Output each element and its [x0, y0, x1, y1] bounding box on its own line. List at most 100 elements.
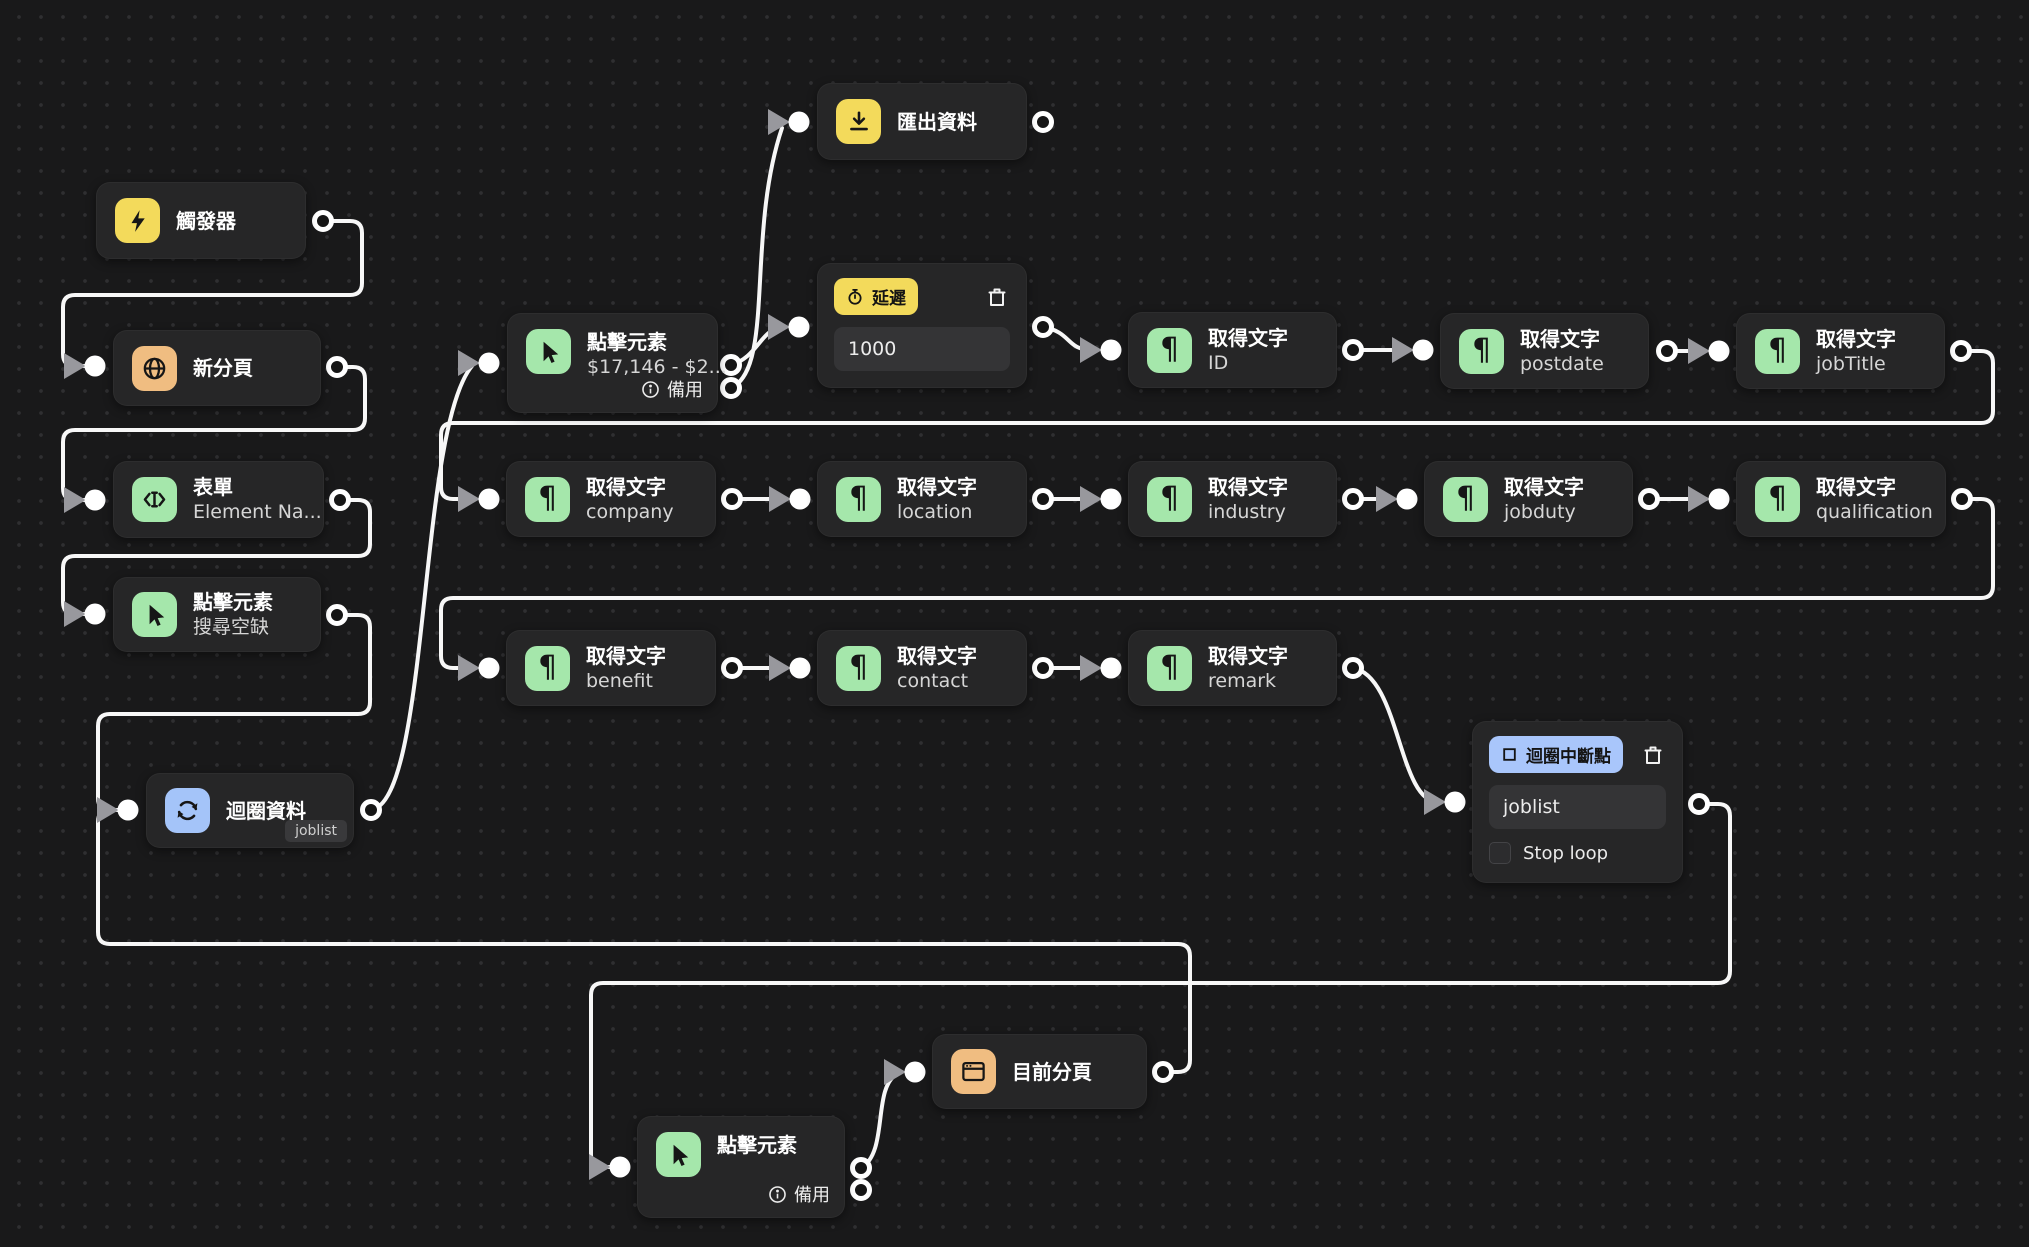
- output-handle[interactable]: [853, 1160, 870, 1177]
- output-handle[interactable]: [853, 1182, 870, 1199]
- node-get-text-location[interactable]: ¶ 取得文字 location: [817, 461, 1027, 537]
- node-title: 點擊元素: [587, 330, 667, 354]
- info-icon: [642, 380, 659, 398]
- node-get-text-postdate[interactable]: ¶ 取得文字 postdate: [1440, 313, 1649, 389]
- node-get-text-jobduty[interactable]: ¶ 取得文字 jobduty: [1424, 461, 1633, 537]
- node-click-search[interactable]: 點擊元素 搜尋空缺: [113, 577, 321, 652]
- node-click-next[interactable]: 點擊元素 $17,146 - $2... 備用: [507, 313, 727, 413]
- edge-clickpage-currenttab: [859, 1072, 899, 1170]
- node-get-text-jobtitle[interactable]: ¶ 取得文字 jobTitle: [1736, 313, 1945, 389]
- node-current-tab[interactable]: 目前分頁: [932, 1034, 1147, 1109]
- node-title: 取得文字: [1208, 325, 1288, 350]
- input-handle[interactable]: [1080, 655, 1122, 681]
- output-handle[interactable]: [1345, 491, 1362, 508]
- input-handle[interactable]: [768, 314, 810, 340]
- node-subtitle: remark: [1208, 669, 1277, 692]
- node-new-tab[interactable]: 新分頁: [113, 330, 321, 406]
- node-get-text-qualification[interactable]: ¶ 取得文字 qualification: [1736, 461, 1946, 537]
- input-handle[interactable]: [1688, 338, 1730, 364]
- node-subtitle: ID: [1208, 351, 1229, 374]
- cursor-icon: [526, 329, 571, 374]
- input-handle[interactable]: [458, 486, 500, 512]
- pilcrow-icon: ¶: [1755, 476, 1800, 522]
- text-input-icon: [132, 477, 177, 522]
- fallback-indicator: 備用: [768, 1181, 830, 1207]
- output-handle[interactable]: [724, 491, 741, 508]
- input-handle[interactable]: [97, 797, 139, 823]
- node-subtitle: 搜尋空缺: [193, 616, 270, 639]
- node-click-page[interactable]: 點擊元素 備用: [637, 1116, 845, 1218]
- input-handle[interactable]: [1424, 789, 1466, 815]
- input-handle[interactable]: [884, 1059, 926, 1085]
- input-handle[interactable]: [769, 486, 811, 512]
- node-title: 目前分頁: [1012, 1059, 1092, 1084]
- node-delay[interactable]: 延遲: [817, 263, 1027, 388]
- node-title: 取得文字: [1816, 326, 1896, 351]
- output-handle[interactable]: [1345, 660, 1362, 677]
- node-get-text-contact[interactable]: ¶ 取得文字 contact: [817, 630, 1027, 706]
- output-handle[interactable]: [1035, 114, 1052, 131]
- node-subtitle: Element Na...: [193, 501, 322, 524]
- node-form[interactable]: 表單 Element Na...: [113, 461, 324, 538]
- output-handle[interactable]: [329, 359, 346, 376]
- loop-breakpoint-badge[interactable]: 迴圈中斷點: [1489, 736, 1623, 773]
- info-icon: [769, 1185, 786, 1203]
- node-trigger[interactable]: 觸發器: [96, 182, 306, 259]
- stopwatch-icon: [848, 288, 862, 305]
- loop-id-input[interactable]: [1489, 785, 1666, 829]
- input-handle[interactable]: [458, 655, 500, 681]
- output-handle[interactable]: [332, 492, 349, 509]
- output-handle[interactable]: [315, 213, 332, 230]
- cursor-icon: [656, 1132, 701, 1177]
- cursor-icon: [132, 592, 177, 637]
- node-get-text-company[interactable]: ¶ 取得文字 company: [506, 461, 716, 537]
- stop-loop-label: Stop loop: [1523, 842, 1609, 864]
- input-handle[interactable]: [768, 109, 810, 135]
- node-get-text-remark[interactable]: ¶ 取得文字 remark: [1128, 630, 1337, 706]
- node-loop-data[interactable]: 迴圈資料 joblist: [146, 773, 354, 848]
- output-handle[interactable]: [723, 380, 740, 397]
- input-handle[interactable]: [458, 350, 500, 376]
- node-get-text-id[interactable]: ¶ 取得文字 ID: [1128, 312, 1337, 388]
- output-handle[interactable]: [724, 660, 741, 677]
- delay-input[interactable]: [834, 327, 1010, 371]
- pilcrow-icon: ¶: [1147, 327, 1192, 373]
- node-subtitle: $17,146 - $2...: [587, 356, 727, 378]
- input-handle[interactable]: [1688, 486, 1730, 512]
- output-handle[interactable]: [1035, 660, 1052, 677]
- output-handle[interactable]: [329, 607, 346, 624]
- output-handle[interactable]: [363, 802, 380, 819]
- trash-icon[interactable]: [984, 284, 1010, 310]
- output-handle[interactable]: [1035, 491, 1052, 508]
- output-handle[interactable]: [1691, 796, 1708, 813]
- node-title: 觸發器: [176, 208, 236, 233]
- input-handle[interactable]: [1080, 486, 1122, 512]
- trash-icon[interactable]: [1640, 742, 1666, 768]
- node-title: 取得文字: [897, 474, 977, 499]
- output-handle[interactable]: [1659, 343, 1676, 360]
- node-get-text-industry[interactable]: ¶ 取得文字 industry: [1128, 461, 1337, 537]
- output-handle[interactable]: [1954, 491, 1971, 508]
- input-handle[interactable]: [64, 353, 106, 379]
- input-handle[interactable]: [64, 487, 106, 513]
- input-handle[interactable]: [1376, 486, 1418, 512]
- output-handle[interactable]: [1155, 1064, 1172, 1081]
- output-handle[interactable]: [1953, 343, 1970, 360]
- input-handle[interactable]: [64, 601, 106, 627]
- input-handle[interactable]: [769, 655, 811, 681]
- input-handle[interactable]: [1080, 337, 1122, 363]
- stop-loop-checkbox[interactable]: [1489, 842, 1511, 864]
- loop-id-tag: joblist: [285, 820, 347, 842]
- edge-remark-loopbreak: [1351, 666, 1440, 804]
- input-handle[interactable]: [1392, 337, 1434, 363]
- node-get-text-benefit[interactable]: ¶ 取得文字 benefit: [506, 630, 716, 706]
- output-handle[interactable]: [1345, 342, 1362, 359]
- output-handle[interactable]: [1641, 491, 1658, 508]
- pilcrow-icon: ¶: [1459, 328, 1504, 374]
- node-export-data[interactable]: 匯出資料: [817, 83, 1027, 160]
- node-loop-breakpoint[interactable]: 迴圈中斷點 Stop loop: [1472, 721, 1683, 883]
- delay-badge[interactable]: 延遲: [834, 278, 918, 315]
- input-handle[interactable]: [589, 1154, 631, 1180]
- output-handle[interactable]: [1035, 319, 1052, 336]
